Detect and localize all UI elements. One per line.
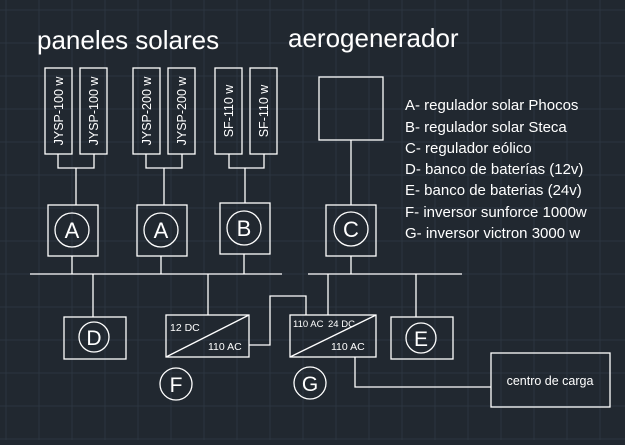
regulator-letter: A <box>154 218 169 243</box>
inverter-g-output: 110 AC <box>331 341 365 353</box>
inverter-f-output: 110 AC <box>208 341 242 353</box>
legend-item: G- inversor victron 3000 w <box>405 225 580 242</box>
title-wind-generator: aerogenerador <box>288 23 459 53</box>
solar-panel: SF-110 w <box>249 67 278 155</box>
solar-panel-label: JYSP-100 w <box>87 76 101 146</box>
solar-panel-label: SF-110 w <box>222 84 236 138</box>
solar-panel-label: JYSP-100 w <box>52 76 66 146</box>
title-solar-panels: paneles solares <box>37 25 219 55</box>
inverter-g-marker <box>293 366 327 400</box>
inverter-g-letter: G <box>302 373 318 396</box>
regulator-a1: A <box>47 204 99 257</box>
regulator-b: B <box>219 202 271 255</box>
regulator-letter: A <box>65 218 80 243</box>
inverter-g-to-load-wire <box>354 357 491 388</box>
inverter-f: 12 DC 110 AC <box>165 314 250 358</box>
legend-item: E- banco de baterias (24v) <box>405 182 582 199</box>
regulator-to-bus-wiring <box>71 254 352 274</box>
solar-panel-label: SF-110 w <box>257 84 271 138</box>
legend-item: D- banco de baterías (12v) <box>405 161 583 178</box>
inverter-g: 110 AC 24 DC 110 AC <box>289 314 377 358</box>
legend-item: A- regulador solar Phocos <box>405 97 578 114</box>
bus-drops <box>92 274 417 317</box>
regulator-letter: B <box>237 216 252 241</box>
panel-wiring <box>57 140 352 205</box>
load-center: centro de carga <box>490 352 611 408</box>
load-center-label: centro de carga <box>507 374 594 388</box>
regulator-a2: A <box>136 204 188 257</box>
inverter-f-input: 12 DC <box>170 322 200 334</box>
regulator-letter: C <box>343 217 359 242</box>
solar-panel: SF-110 w <box>214 67 243 155</box>
inverter-f-marker <box>159 367 193 401</box>
battery-bank-e: E <box>390 316 454 360</box>
inverter-f-to-g-ac-wire <box>249 295 307 346</box>
battery-letter: E <box>414 328 428 351</box>
inverter-g-input-dc: 24 DC <box>328 319 355 330</box>
inverter-f-letter: F <box>170 374 183 397</box>
solar-panel: JYSP-100 w <box>79 67 108 155</box>
solar-panel: JYSP-100 w <box>44 67 73 155</box>
solar-panel-label: JYSP-200 w <box>175 76 189 146</box>
legend-item: B- regulador solar Steca <box>405 119 567 136</box>
inverter-g-input-ac: 110 AC <box>293 319 324 330</box>
battery-bank-d: D <box>63 316 127 360</box>
solar-panel: JYSP-200 w <box>132 67 161 155</box>
legend-item: F- inversor sunforce 1000w <box>405 204 587 221</box>
solar-panel-label: JYSP-200 w <box>140 76 154 146</box>
regulator-c: C <box>325 204 377 257</box>
solar-panel: JYSP-200 w <box>167 67 196 155</box>
legend: A- regulador solar Phocos B- regulador s… <box>405 97 587 242</box>
battery-letter: D <box>86 327 101 350</box>
legend-item: C- regulador eólico <box>405 140 532 157</box>
